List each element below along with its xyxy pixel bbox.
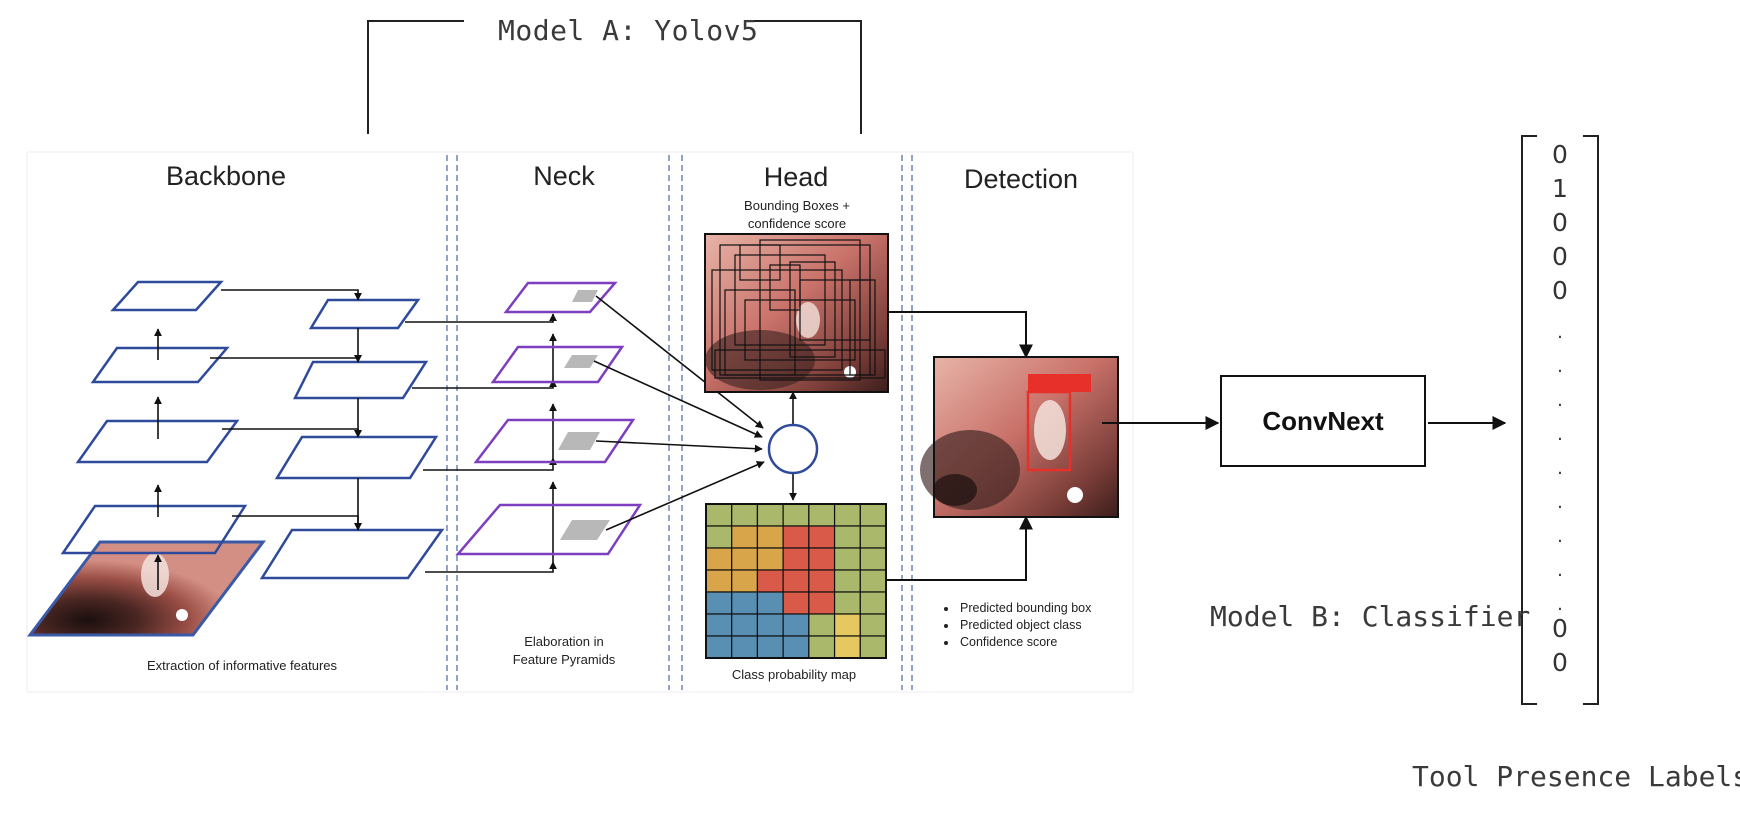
model-a-bracket	[367, 20, 862, 134]
prob-map-cell	[859, 613, 887, 637]
prob-map-cell	[705, 591, 733, 615]
vector-ellipsis: .	[1557, 424, 1563, 445]
prob-map-cell	[859, 591, 887, 615]
prob-map-cell	[782, 525, 810, 549]
prob-map-cell	[731, 635, 759, 659]
prob-map-cell	[808, 569, 836, 593]
backbone-planes	[60, 280, 445, 580]
prob-map-cell	[808, 503, 836, 527]
prob-map-cell	[756, 503, 784, 527]
detection-output-item: Confidence score	[958, 634, 1091, 651]
prob-map-cell	[705, 635, 733, 659]
vector-ellipsis: .	[1557, 356, 1563, 377]
detection-class-tag	[1028, 374, 1091, 392]
fusion-node	[767, 423, 819, 475]
prob-map-cell	[782, 613, 810, 637]
section-title-detection: Detection	[963, 164, 1079, 194]
section-dividers	[446, 155, 913, 690]
bbox-caption-line1: Bounding Boxes +	[744, 198, 850, 213]
detection-output-image	[920, 356, 1119, 518]
vector-value: 0	[1552, 208, 1568, 237]
prob-map-cell	[756, 569, 784, 593]
prob-map-cell	[808, 525, 836, 549]
section-title-neck: Neck	[533, 161, 595, 191]
prob-map-cell	[833, 613, 861, 637]
neck-planes	[455, 281, 643, 556]
detection-output-item: Predicted object class	[958, 617, 1091, 634]
detection-outputs-list: Predicted bounding box Predicted object …	[942, 600, 1091, 651]
model-a-title: Model A: Yolov5	[498, 14, 759, 47]
vector-ellipsis: .	[1557, 492, 1563, 513]
prob-map-cell	[731, 503, 759, 527]
vector-value: 1	[1552, 174, 1568, 203]
head-to-detection-arrows	[886, 311, 1033, 581]
tool-presence-vector: 0 1 0 0 0 . . . . . . . . . 0 0	[1522, 134, 1598, 704]
prob-map-cell	[808, 547, 836, 571]
vector-value: 0	[1552, 648, 1568, 677]
neck-caption-line2: Feature Pyramids	[512, 652, 616, 667]
prob-map-cell	[782, 547, 810, 571]
vector-value: 0	[1552, 140, 1568, 169]
prob-map-cell	[756, 525, 784, 549]
prob-map-cell	[705, 613, 733, 637]
prob-map-cell	[859, 525, 887, 549]
prob-map-caption: Class probability map	[731, 667, 857, 682]
prob-map-cell	[782, 503, 810, 527]
vector-value: 0	[1552, 614, 1568, 643]
prob-map-cell	[833, 547, 861, 571]
prob-map-cell	[782, 569, 810, 593]
prob-map-cell	[859, 635, 887, 659]
prob-map-cell	[705, 503, 733, 527]
prob-map-cell	[833, 503, 861, 527]
prob-map-cell	[808, 613, 836, 637]
prob-map-cell	[731, 547, 759, 571]
tool-presence-labels-caption: Tool Presence Labels	[1412, 760, 1740, 793]
vector-ellipsis: .	[1557, 526, 1563, 547]
convnext-label: ConvNext	[1262, 405, 1384, 436]
prob-map-cell	[705, 547, 733, 571]
prob-map-cell	[705, 525, 733, 549]
vector-ellipsis: .	[1557, 594, 1563, 615]
prob-map-cell	[756, 591, 784, 615]
prob-map-cell	[808, 591, 836, 615]
prob-map-cell	[782, 635, 810, 659]
section-title-head: Head	[763, 162, 829, 192]
prob-map-cell	[859, 503, 887, 527]
vector-ellipsis: .	[1557, 390, 1563, 411]
head-bbox-image	[704, 233, 889, 393]
prob-map-cell	[859, 569, 887, 593]
vector-value: 0	[1552, 276, 1568, 305]
vector-ellipsis: .	[1557, 458, 1563, 479]
class-probability-map	[705, 503, 887, 659]
vector-value: 0	[1552, 242, 1568, 271]
prob-map-cell	[833, 569, 861, 593]
prob-map-cell	[859, 547, 887, 571]
neck-caption-line1: Elaboration in	[524, 634, 604, 649]
output-vector-brackets	[1521, 135, 1599, 705]
prob-map-cell	[808, 635, 836, 659]
prob-map-cell	[756, 613, 784, 637]
prob-map-cell	[756, 547, 784, 571]
prob-map-cell	[731, 525, 759, 549]
neck-to-fusion-arrows	[593, 295, 797, 531]
backbone-caption: Extraction of informative features	[146, 658, 338, 673]
prob-map-cell	[833, 525, 861, 549]
convnext-classifier-box: ConvNext	[1220, 375, 1426, 467]
prob-map-cell	[833, 591, 861, 615]
model-b-title: Model B: Classifier	[1210, 600, 1531, 633]
prob-map-cell	[705, 569, 733, 593]
prob-map-cell	[833, 635, 861, 659]
vector-ellipsis: .	[1557, 322, 1563, 343]
prob-map-cell	[756, 635, 784, 659]
prob-map-cell	[731, 569, 759, 593]
section-title-backbone: Backbone	[165, 161, 287, 191]
prob-map-cell	[731, 591, 759, 615]
vector-ellipsis: .	[1557, 560, 1563, 581]
prob-map-cell	[731, 613, 759, 637]
prob-map-cell	[782, 591, 810, 615]
detection-output-item: Predicted bounding box	[958, 600, 1091, 617]
bbox-caption-line2: confidence score	[747, 216, 847, 231]
